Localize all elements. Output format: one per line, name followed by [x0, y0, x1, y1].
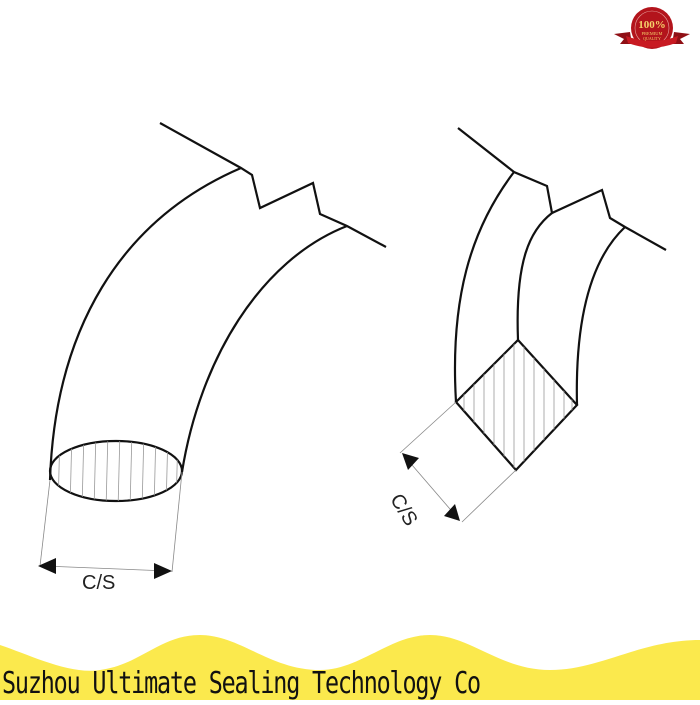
round-oring-cs-label: C/S — [82, 572, 116, 594]
square-ring-drawing — [453, 127, 667, 472]
company-footer-banner — [0, 630, 700, 700]
svg-text:100%: 100% — [638, 19, 666, 31]
company-name: Suzhou Ultimate Sealing Technology Co — [2, 666, 481, 701]
square-ring-dimension — [399, 401, 517, 523]
quality-seal-icon: 100% PREMIUM QUALITY — [614, 7, 690, 49]
round-oring-dimension — [38, 471, 183, 579]
premium-quality-badge: 100% PREMIUM QUALITY — [610, 6, 694, 56]
round-oring-drawing — [48, 122, 387, 503]
svg-text:PREMIUM: PREMIUM — [641, 31, 662, 36]
yellow-wave-background — [0, 635, 700, 700]
svg-text:QUALITY: QUALITY — [643, 36, 661, 41]
